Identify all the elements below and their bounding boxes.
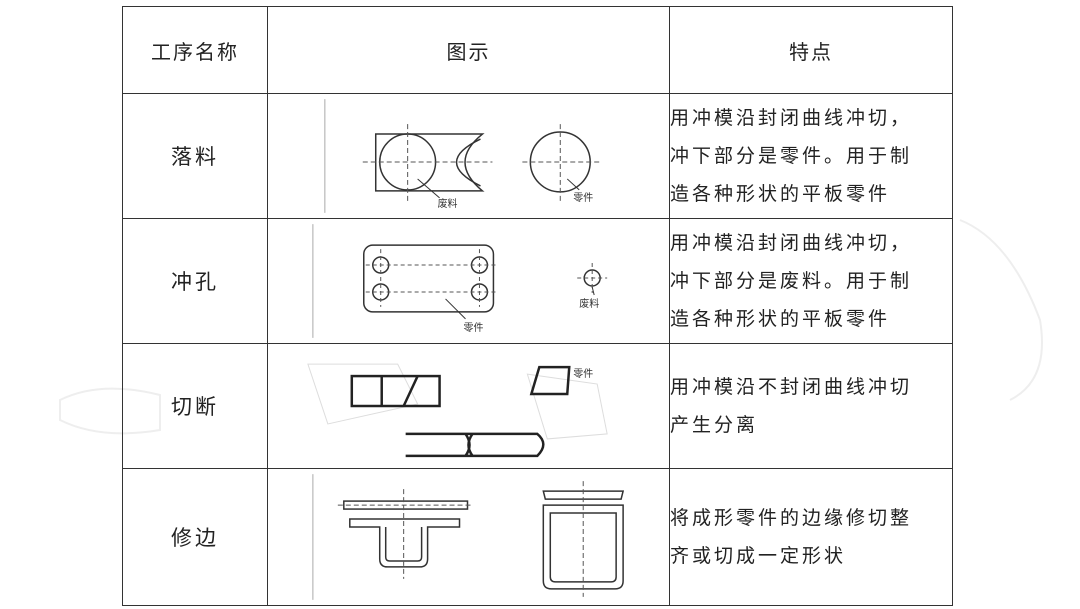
feature-line: 用冲模沿不封闭曲线冲切 [670, 376, 913, 398]
header-features: 特点 [669, 6, 953, 94]
process-name: 冲孔 [122, 218, 268, 344]
table-row: 落料 [122, 93, 953, 219]
feature-line: 造各种形状的平板零件 [670, 183, 891, 205]
feature-line: 冲下部分是零件。用于制 [670, 145, 913, 167]
process-features: 用冲模沿封闭曲线冲切， 冲下部分是废料。用于制 造各种形状的平板零件 [669, 218, 953, 344]
label-scrap: 废料 [579, 297, 599, 310]
stamping-process-table: 工序名称 图示 特点 落料 [122, 6, 953, 606]
feature-line: 用冲模沿封闭曲线冲切， [670, 107, 913, 129]
table-row: 修边 [122, 468, 953, 606]
punching-diagram: 零件 废料 [267, 218, 670, 344]
feature-line: 将成形零件的边缘修切整 [670, 507, 913, 529]
process-name: 修边 [122, 468, 268, 606]
cutting-diagram: 零件 [267, 343, 670, 469]
header-diagram: 图示 [267, 6, 670, 94]
label-scrap: 废料 [438, 197, 458, 210]
blanking-diagram: 废料 零件 [267, 93, 670, 219]
feature-line: 齐或切成一定形状 [670, 545, 847, 567]
table-row: 冲孔 [122, 218, 953, 344]
table-row: 切断 零件 [122, 343, 953, 469]
label-part: 零件 [464, 322, 484, 334]
process-features: 用冲模沿封闭曲线冲切， 冲下部分是零件。用于制 造各种形状的平板零件 [669, 93, 953, 219]
feature-line: 造各种形状的平板零件 [670, 308, 891, 330]
table-header-row: 工序名称 图示 特点 [122, 6, 953, 94]
process-name: 切断 [122, 343, 268, 469]
process-name: 落料 [122, 93, 268, 219]
feature-line: 冲下部分是废料。用于制 [670, 270, 913, 292]
process-features: 用冲模沿不封闭曲线冲切 产生分离 [669, 343, 953, 469]
trimming-diagram [267, 468, 670, 606]
label-part: 零件 [573, 368, 593, 380]
feature-line: 用冲模沿封闭曲线冲切， [670, 232, 913, 254]
header-process-name: 工序名称 [122, 6, 268, 94]
feature-line: 产生分离 [670, 414, 759, 436]
label-part: 零件 [573, 192, 593, 204]
process-features: 将成形零件的边缘修切整 齐或切成一定形状 [669, 468, 953, 606]
